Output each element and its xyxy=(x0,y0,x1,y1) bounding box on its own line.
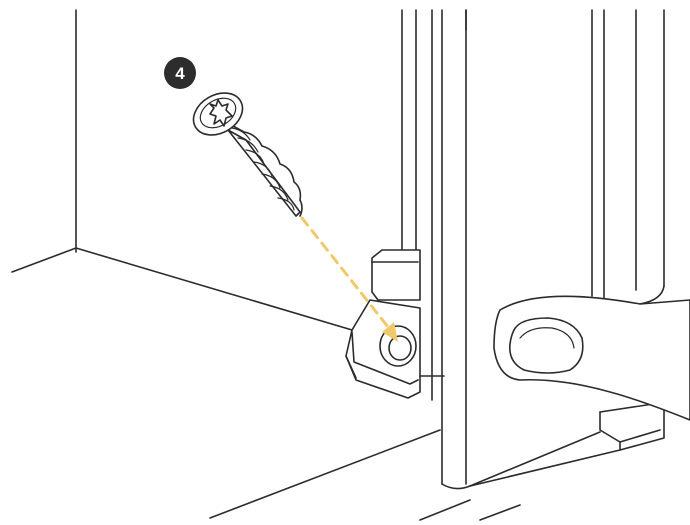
phillips-cross xyxy=(209,99,233,127)
bracket-lower-ridge xyxy=(351,331,419,385)
screw-shaft xyxy=(227,129,301,217)
screw-thread-outline xyxy=(225,121,303,217)
lower-frame-step xyxy=(619,409,665,451)
handle-recess xyxy=(508,317,584,374)
shelf-edge-2 xyxy=(419,499,471,521)
handle-plate xyxy=(493,295,690,421)
guide-arrow-line xyxy=(300,216,394,334)
door-handle xyxy=(493,295,690,421)
screw-head xyxy=(192,92,244,136)
rear-frame-rail xyxy=(401,9,433,401)
floor-back-edge xyxy=(11,247,353,331)
step-number: 4 xyxy=(175,64,185,83)
lower-frame-outline xyxy=(599,411,661,443)
door-frame xyxy=(441,9,665,490)
bracket xyxy=(345,249,445,399)
guide-arrow-head xyxy=(382,322,398,342)
door-bottom-curve xyxy=(441,483,471,490)
shelf xyxy=(209,429,521,521)
bracket-corner xyxy=(345,355,357,379)
shelf-edge-1 xyxy=(209,429,441,519)
step-badge-circle xyxy=(164,57,196,89)
door-bottom-edge xyxy=(469,431,601,487)
handle-recess-inner xyxy=(519,327,575,349)
screw-threads xyxy=(225,121,303,217)
cabinet-interior xyxy=(11,9,353,331)
guide-arrow xyxy=(300,216,398,342)
shelf-edge-3 xyxy=(479,504,521,521)
bracket-top-plate xyxy=(371,249,421,301)
screw-icon xyxy=(192,92,303,217)
lower-frame-base xyxy=(469,449,621,487)
screw-hole-inner xyxy=(388,335,412,361)
step-badge: 4 xyxy=(164,57,196,89)
door-right-curve xyxy=(639,285,665,305)
